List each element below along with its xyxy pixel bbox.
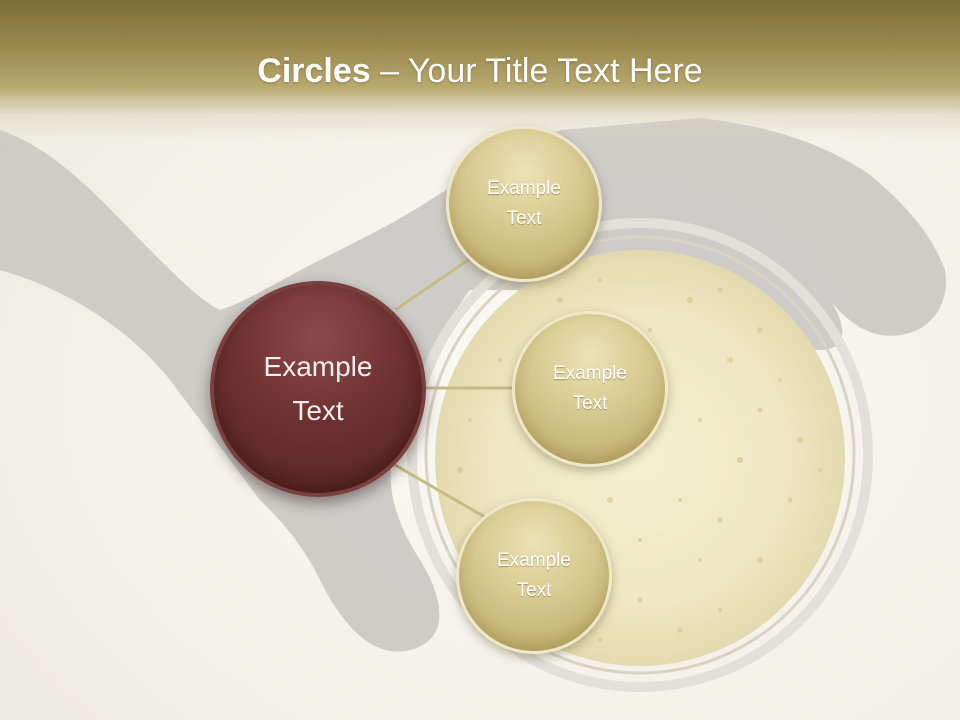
- satellite-circle-line1: Example: [497, 550, 571, 571]
- title-rest: – Your Title Text Here: [370, 52, 703, 90]
- header-band: [0, 0, 960, 140]
- satellite-circle-line1: Example: [487, 178, 561, 199]
- petri-dish-rim: [407, 218, 873, 692]
- satellite-circle-top[interactable]: Example Text: [446, 126, 602, 282]
- satellite-circle-line2: Text: [516, 580, 552, 601]
- satellite-circle-middle[interactable]: Example Text: [512, 311, 668, 467]
- connector-line-bottom: [394, 463, 491, 522]
- colony-dots: [457, 278, 822, 642]
- connector-line-top: [394, 250, 481, 312]
- satellite-circle-line1: Example: [553, 363, 627, 384]
- center-circle-line2: Text: [292, 395, 344, 426]
- slide-title[interactable]: Circles – Your Title Text Here: [0, 52, 960, 91]
- satellite-circle-line2: Text: [506, 208, 542, 229]
- center-circle-line1: Example: [263, 351, 373, 382]
- title-bold: Circles: [257, 52, 371, 90]
- center-circle[interactable]: Example Text: [210, 281, 426, 497]
- satellite-circle-bottom[interactable]: Example Text: [456, 498, 612, 654]
- satellite-circle-line2: Text: [572, 393, 608, 414]
- hand-shape: [0, 118, 946, 652]
